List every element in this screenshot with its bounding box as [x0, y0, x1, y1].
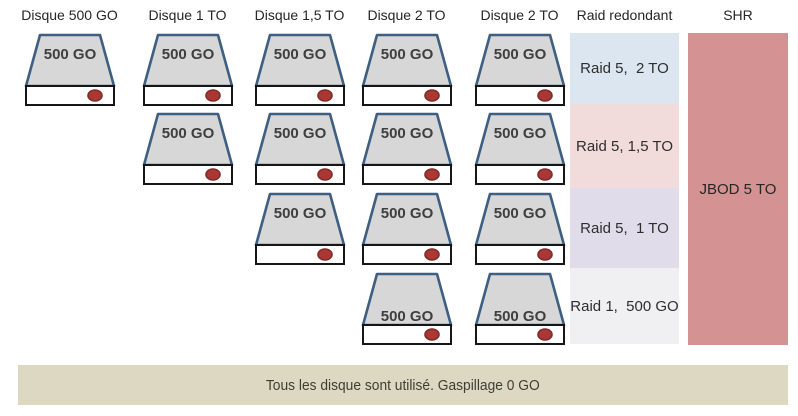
disk-column-header-3: Disque 1,5 TO [254, 7, 345, 23]
disk-icon: 500 GO [254, 112, 346, 186]
svg-text:500 GO: 500 GO [494, 205, 547, 222]
raid-band-3: Raid 5, 1 TO [570, 188, 679, 268]
svg-text:500 GO: 500 GO [381, 308, 434, 325]
disk-led-icon [537, 328, 553, 341]
shr-jbod-label: JBOD 5 TO [699, 180, 777, 198]
disk-led-icon [424, 248, 440, 261]
disk-led-icon [87, 89, 103, 102]
disk-icon: 500 GO [142, 33, 234, 107]
disk-icon: 500 GO [142, 112, 234, 186]
raid-column-header: Raid redondant [576, 7, 673, 23]
disk-led-icon [317, 168, 333, 181]
disk-icon: 500 GO [474, 192, 566, 266]
disk-led-icon [537, 248, 553, 261]
disk-led-icon [424, 89, 440, 102]
raid-band-label: Raid 5, 1 TO [580, 219, 669, 237]
disk-icon: 500 GO [361, 112, 453, 186]
footer-text: Tous les disque sont utilisé. Gaspillage… [266, 376, 540, 394]
shr-column-header: SHR [723, 7, 753, 23]
disk-led-icon [537, 89, 553, 102]
disk-icon: 500 GO [361, 192, 453, 266]
svg-text:500 GO: 500 GO [274, 125, 327, 142]
svg-text:500 GO: 500 GO [44, 46, 97, 63]
svg-text:500 GO: 500 GO [381, 125, 434, 142]
disk-led-icon [424, 168, 440, 181]
footer-bar: Tous les disque sont utilisé. Gaspillage… [18, 365, 788, 405]
svg-text:500 GO: 500 GO [494, 308, 547, 325]
disk-icon: 500 GO [254, 33, 346, 107]
svg-text:500 GO: 500 GO [274, 205, 327, 222]
disk-icon: 500 GO [474, 272, 566, 346]
svg-text:500 GO: 500 GO [274, 46, 327, 63]
svg-text:500 GO: 500 GO [381, 46, 434, 63]
svg-text:500 GO: 500 GO [494, 125, 547, 142]
disk-column-header-2: Disque 1 TO [148, 7, 227, 23]
disk-led-icon [317, 248, 333, 261]
raid-band-label: Raid 5, 2 TO [580, 60, 669, 77]
disk-led-icon [317, 89, 333, 102]
raid-band-label: Raid 1, 500 GO [570, 297, 679, 315]
disk-icon: 500 GO [361, 33, 453, 107]
disk-column-header-5: Disque 2 TO [480, 7, 559, 23]
raid-band-2: Raid 5, 1,5 TO [570, 104, 679, 188]
raid-band-label: Raid 5, 1,5 TO [575, 137, 673, 155]
disk-icon: 500 GO [361, 272, 453, 346]
disk-column-header-4: Disque 2 TO [367, 7, 446, 23]
disk-icon: 500 GO [254, 192, 346, 266]
svg-text:500 GO: 500 GO [494, 46, 547, 63]
svg-text:500 GO: 500 GO [162, 125, 215, 142]
disk-led-icon [205, 89, 221, 102]
disk-led-icon [424, 328, 440, 341]
disk-icon: 500 GO [474, 33, 566, 107]
disk-led-icon [537, 168, 553, 181]
svg-text:500 GO: 500 GO [381, 205, 434, 222]
svg-text:500 GO: 500 GO [162, 46, 215, 63]
raid-band-1: Raid 5, 2 TO [570, 33, 679, 104]
disk-column-header-1: Disque 500 GO [21, 7, 118, 23]
disk-icon: 500 GO [24, 33, 116, 107]
shr-jbod-band: JBOD 5 TO [688, 33, 788, 345]
raid-band-4: Raid 1, 500 GO [570, 268, 679, 344]
disk-led-icon [205, 168, 221, 181]
disk-icon: 500 GO [474, 112, 566, 186]
